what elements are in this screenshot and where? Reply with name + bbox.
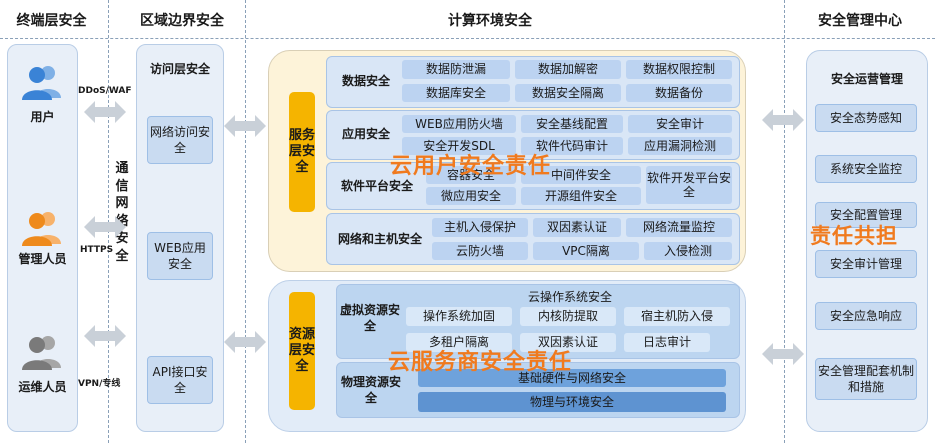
data-security-label: 数据安全: [341, 74, 390, 88]
access-layer-title: 访问层安全: [149, 62, 210, 76]
mgmt-config-management: 安全配置管理: [815, 202, 917, 228]
protocol-https: HTTPS: [80, 245, 114, 255]
double-arrow-icon: [84, 325, 126, 347]
double-arrow-icon: [224, 115, 266, 137]
protocol-ddos-waf: DDoS/WAF: [78, 86, 132, 96]
network-host-security-label: 网络和主机安全: [337, 232, 422, 246]
mgmt-audit-management: 安全审计管理: [815, 250, 917, 278]
chip-hardware-network-security: 基础硬件与网络安全: [418, 369, 726, 387]
mgmt-system-monitoring: 系统安全监控: [815, 155, 917, 183]
header-compute-environment-security: 计算环境安全: [448, 13, 532, 29]
service-layer-tag: 服务层安全: [289, 92, 315, 212]
chip-host-intrusion-protection: 主机入侵保护: [432, 218, 528, 237]
chip-cloud-firewall: 云防火墙: [432, 242, 528, 260]
chip-middleware-security: 中间件安全: [521, 166, 641, 184]
chip-database-security: 数据库安全: [402, 84, 510, 102]
chip-two-factor-auth-resource: 双因素认证: [520, 333, 616, 352]
chip-traffic-monitoring: 网络流量监控: [626, 218, 732, 237]
physical-resource-security-label: 物理资源安全: [340, 375, 401, 406]
security-operations-title: 安全运营管理: [830, 72, 903, 86]
chip-log-audit: 日志审计: [624, 333, 710, 352]
header-security-management-center: 安全管理中心: [818, 13, 902, 29]
user-icon: [22, 66, 61, 100]
chip-data-permission-control: 数据权限控制: [626, 60, 732, 79]
resource-layer-tag: 资源层安全: [289, 292, 315, 410]
app-security-label: 应用安全: [341, 127, 390, 141]
virtual-resource-security-label: 虚拟资源安全: [340, 303, 401, 334]
chip-os-hardening: 操作系统加固: [406, 307, 512, 326]
double-arrow-icon: [762, 109, 804, 131]
network-access-security-box: 网络访问安全: [147, 116, 213, 164]
chip-multi-tenant-isolation: 多租户隔离: [406, 333, 512, 352]
column-divider-1: [108, 0, 109, 443]
chip-kernel-anti-extraction: 内核防提取: [520, 307, 616, 326]
chip-open-source-security: 开源组件安全: [521, 187, 641, 205]
software-platform-security-label: 软件平台安全: [340, 179, 413, 193]
chip-data-backup: 数据备份: [626, 84, 732, 102]
cloud-user-responsibility-overlay: 云用户安全责任: [390, 154, 552, 179]
web-app-security-box: WEB应用安全: [147, 232, 213, 280]
chip-micro-app-security: 微应用安全: [426, 187, 516, 205]
double-arrow-icon: [84, 216, 126, 238]
double-arrow-icon: [84, 101, 126, 123]
chip-baseline-config: 安全基线配置: [521, 115, 623, 133]
double-arrow-icon: [224, 331, 266, 353]
header-terminal-security: 终端层安全: [16, 13, 87, 29]
mgmt-supporting-mechanisms: 安全管理配套机制和措施: [815, 358, 917, 400]
chip-data-encryption: 数据加解密: [515, 60, 621, 79]
cloud-os-security-title: 云操作系统安全: [527, 290, 612, 304]
chip-sdl: 安全开发SDL: [402, 137, 516, 155]
role-manager-label: 管理人员: [18, 252, 67, 266]
chip-container-security: 容器安全: [426, 166, 516, 184]
mgmt-emergency-response: 安全应急响应: [815, 302, 917, 330]
chip-code-audit: 软件代码审计: [521, 137, 623, 155]
chip-app-vuln-detection: 应用漏洞检测: [628, 137, 732, 155]
chip-data-isolation: 数据安全隔离: [515, 84, 621, 102]
api-interface-security-box: API接口安全: [147, 356, 213, 404]
protocol-vpn: VPN/专线: [78, 379, 121, 389]
manager-icon: [22, 212, 61, 246]
cloud-provider-responsibility-overlay: 云服务商安全责任: [388, 350, 573, 375]
chip-security-audit: 安全审计: [628, 115, 732, 133]
chip-host-anti-intrusion: 宿主机防入侵: [624, 307, 730, 326]
mgmt-situational-awareness: 安全态势感知: [815, 104, 917, 132]
chip-dev-platform-security: 软件开发平台安全: [646, 166, 732, 204]
header-region-boundary-security: 区域边界安全: [140, 13, 224, 29]
column-divider-2: [245, 0, 246, 443]
shared-responsibility-overlay: 责任共担: [810, 224, 898, 248]
chip-physical-environment-security: 物理与环境安全: [418, 392, 726, 412]
column-divider-3: [784, 0, 785, 443]
chip-vpc-isolation: VPC隔离: [533, 242, 639, 260]
double-arrow-icon: [762, 343, 804, 365]
chip-waf: WEB应用防火墙: [402, 115, 516, 133]
chip-intrusion-detection: 入侵检测: [644, 242, 732, 260]
chip-data-leak-prevention: 数据防泄漏: [402, 60, 510, 79]
header-divider: [0, 38, 935, 39]
ops-staff-icon: [22, 336, 61, 370]
role-ops-label: 运维人员: [18, 380, 67, 394]
comm-network-security-label: 通信网络安全: [115, 161, 129, 264]
chip-two-factor-auth: 双因素认证: [533, 218, 621, 237]
role-user-label: 用户: [30, 110, 55, 124]
